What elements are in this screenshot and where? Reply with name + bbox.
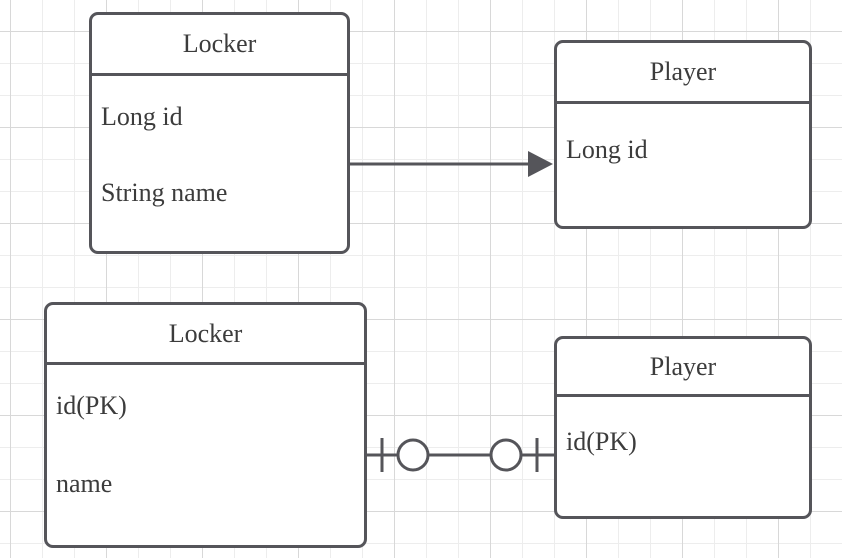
zero-circle-icon bbox=[489, 438, 523, 472]
entity-locker-class[interactable]: Locker Long id String name Player player… bbox=[89, 12, 350, 254]
zero-circle-icon bbox=[396, 438, 430, 472]
entity-player-table-title: Player bbox=[557, 339, 809, 397]
filled-arrow-icon bbox=[528, 151, 553, 177]
attribute-row: name bbox=[56, 468, 113, 498]
entity-locker-table-attributes: id(PK) name player_id(FK,UNIQ) bbox=[47, 365, 364, 548]
entity-locker-table-title: Locker bbox=[47, 305, 364, 365]
attribute-row: name bbox=[557, 513, 809, 516]
attribute-row: id(PK) bbox=[56, 391, 127, 421]
entity-player-table[interactable]: Player id(PK) name bbox=[554, 336, 812, 519]
entity-locker-class-title: Locker bbox=[92, 15, 347, 76]
entity-player-class-attributes: Long id String name bbox=[557, 104, 809, 226]
entity-locker-class-attributes: Long id String name Player playerId bbox=[92, 76, 347, 251]
attribute-row: String name bbox=[557, 224, 809, 226]
entity-player-class-title: Player bbox=[557, 43, 809, 104]
connector-relationship[interactable] bbox=[367, 438, 554, 472]
attribute-row: Long id bbox=[101, 101, 183, 131]
entity-player-table-attributes: id(PK) name bbox=[557, 397, 809, 516]
attribute-row: Long id bbox=[566, 135, 648, 165]
attribute-row: id(PK) bbox=[566, 426, 637, 456]
attribute-row: player_id(FK,UNIQ) bbox=[47, 547, 364, 548]
attribute-row: String name bbox=[101, 177, 228, 207]
connector-object-reference[interactable] bbox=[350, 151, 553, 177]
entity-player-class[interactable]: Player Long id String name bbox=[554, 40, 812, 229]
entity-locker-table[interactable]: Locker id(PK) name player_id(FK,UNIQ) bbox=[44, 302, 367, 548]
